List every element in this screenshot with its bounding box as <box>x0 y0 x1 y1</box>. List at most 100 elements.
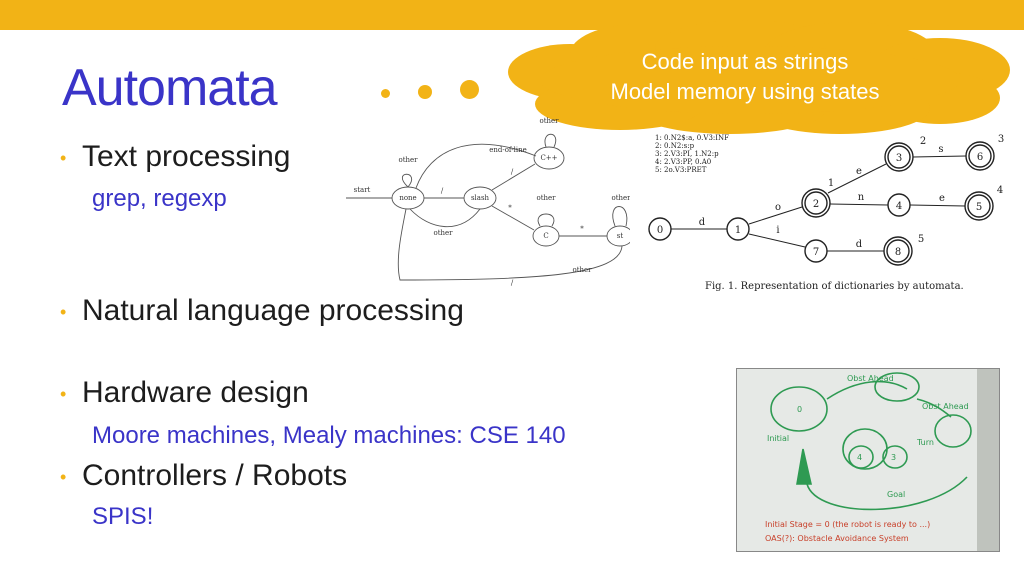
wb-bottom-line-1: Initial Stage = 0 (the robot is ready to… <box>765 520 930 529</box>
edge-slash-cpp <box>491 163 536 191</box>
marker-1: 1 <box>828 178 834 189</box>
legend-line-1: 1: 0.N2$:a, 0.V3:INF <box>655 134 729 142</box>
state-6 <box>968 144 992 168</box>
bullet-text: Controllers / Robots <box>82 459 348 492</box>
loop-other-cpp <box>544 133 557 148</box>
bullet-text: Natural language processing <box>82 294 464 327</box>
state-3 <box>887 145 911 169</box>
legend-line-2: 2: 0.N2:s:p <box>655 142 695 150</box>
wb-note-obst-2: Obst Ahead <box>922 402 969 411</box>
state-5 <box>967 194 991 218</box>
whiteboard-drawing: 0 4 3 Initial Obst Ahead Goal Obst Ahead… <box>737 369 999 551</box>
state-label-2: 2 <box>813 199 819 210</box>
edge-label-o: o <box>775 202 781 213</box>
thought-dot-large <box>460 80 479 99</box>
bullet-hardware-design: • Hardware design <box>60 376 309 410</box>
wb-label-0: 0 <box>797 405 802 414</box>
edge-label-s: s <box>938 144 943 155</box>
state-label-3: 3 <box>896 153 902 164</box>
marker-5: 5 <box>918 234 924 245</box>
bullet-nlp: • Natural language processing <box>60 294 464 328</box>
edge-label-e2: e <box>939 193 945 204</box>
loop-other-st <box>612 206 628 227</box>
marker-2: 2 <box>920 136 926 147</box>
state-label-5: 5 <box>976 202 982 213</box>
edge-other-slash <box>409 208 481 228</box>
edge-label-i: i <box>776 225 779 236</box>
sub-spis: SPIS! <box>92 503 154 530</box>
legend-line-5: 5: 2o.V3:PRET <box>655 166 707 174</box>
edge-label-d2: d <box>856 239 863 250</box>
edge-end-of-line <box>415 143 537 189</box>
marker-3: 3 <box>998 134 1004 145</box>
loop-other-c <box>537 213 555 227</box>
wb-note-goal: Goal <box>887 490 905 499</box>
state-label-cpp: C++ <box>540 154 557 162</box>
state-label-1: 1 <box>735 225 741 236</box>
comment-fsm-diagram: none slash C++ C st start other end-of-l… <box>346 117 630 287</box>
sub-grep-regexp: grep, regexp <box>92 185 227 212</box>
state-label-6: 6 <box>977 152 983 163</box>
edge-label-other-slash: other <box>536 194 556 202</box>
marker-4: 4 <box>997 185 1003 196</box>
wb-state-0 <box>770 386 828 432</box>
edge-label-star-c: * <box>580 225 584 233</box>
cloud-line-2: Model memory using states <box>610 79 880 104</box>
state-2 <box>804 191 828 215</box>
bullet-marker: • <box>60 301 67 322</box>
edge-label-other-none: other <box>398 156 418 164</box>
wb-state-4 <box>848 445 874 469</box>
edge-label-other-right: other <box>611 194 630 202</box>
edge-label-start: start <box>354 186 371 194</box>
wb-state-3 <box>882 445 908 469</box>
wb-note-initial: Initial <box>767 434 789 443</box>
edge-star <box>491 205 535 231</box>
legend-line-4: 4: 2.V3:PP, 0.A0 <box>655 158 711 166</box>
wb-note-turn: Turn <box>916 438 934 447</box>
bullet-marker: • <box>60 466 67 487</box>
bullet-controllers-robots: • Controllers / Robots <box>60 459 347 493</box>
dictionary-figure-caption: Fig. 1. Representation of dictionaries b… <box>705 281 964 292</box>
thought-dot-small <box>381 89 390 98</box>
edge-label-e1: e <box>856 166 862 177</box>
edge-label-other-none-c: other <box>433 229 453 237</box>
bullet-marker: • <box>60 383 67 404</box>
whiteboard-photo: 0 4 3 Initial Obst Ahead Goal Obst Ahead… <box>736 368 1000 552</box>
edge-slash-back <box>397 208 623 281</box>
edge-label-n: n <box>858 192 865 203</box>
edge-label-end-of-line: end-of-line <box>489 146 527 154</box>
bullet-text: Text processing <box>82 140 291 173</box>
wb-label-3: 3 <box>891 453 896 462</box>
state-label-c: C <box>543 232 548 240</box>
state-label-0: 0 <box>657 225 663 236</box>
state-8 <box>886 239 910 263</box>
edge-label-other-top: other <box>539 117 559 125</box>
thought-dot-medium <box>418 85 432 99</box>
wb-label-4: 4 <box>857 453 862 462</box>
state-label-slash: slash <box>471 194 490 202</box>
edge-label-slash: / <box>441 187 444 195</box>
edge-label-other-c: other <box>572 266 592 274</box>
state-label-7: 7 <box>813 247 819 258</box>
edge-label-d1: d <box>699 217 706 228</box>
bullet-text-processing: • Text processing <box>60 140 290 174</box>
bullet-marker: • <box>60 147 67 168</box>
edge-label-slash-back: / <box>511 279 514 287</box>
state-cpp <box>533 146 565 170</box>
state-label-none: none <box>399 194 416 202</box>
state-label-st: st <box>617 232 624 240</box>
legend-line-3: 3: 2.V3:PI, 1.N2:p <box>655 150 719 158</box>
edge-label-star: * <box>508 204 512 212</box>
sub-moore-mealy: Moore machines, Mealy machines: CSE 140 <box>92 422 566 449</box>
loop-other-none <box>401 173 413 188</box>
wb-bottom-line-2: OAS(?): Obstacle Avoidance System <box>765 534 909 543</box>
state-label-4: 4 <box>896 201 902 212</box>
cloud-line-1: Code input as strings <box>641 49 849 74</box>
state-label-8: 8 <box>895 247 901 258</box>
thought-cloud <box>508 20 1010 134</box>
wb-note-obst-1: Obst Ahead <box>847 374 894 383</box>
edge-label-slash-cpp: / <box>511 168 514 176</box>
bullet-text: Hardware design <box>82 376 309 409</box>
dictionary-automaton-diagram: 1: 0.N2$:a, 0.V3:INF 2: 0.N2:s:p 3: 2.V3… <box>648 134 1004 266</box>
slide-title: Automata <box>62 59 278 117</box>
